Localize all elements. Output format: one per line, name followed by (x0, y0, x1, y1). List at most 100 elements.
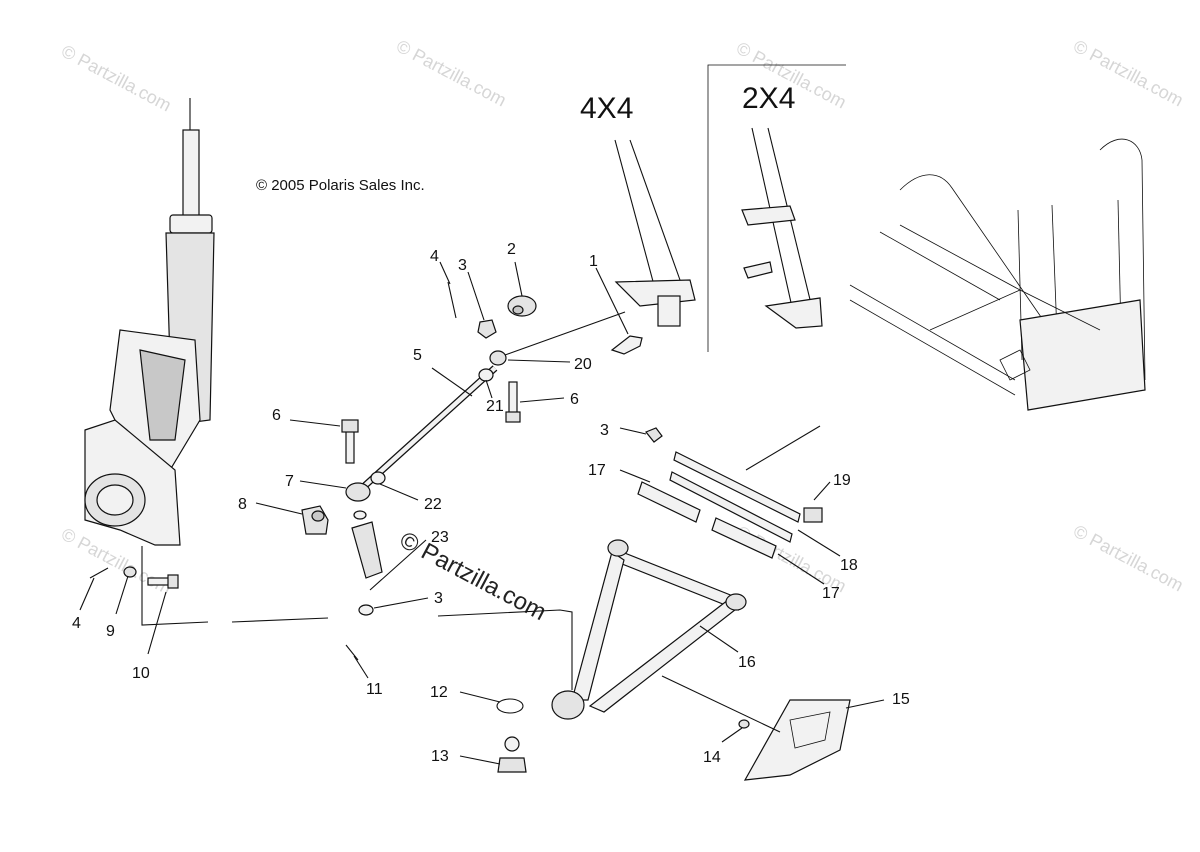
leader-line (813, 481, 831, 501)
steering-plate (610, 335, 643, 355)
leader-line (255, 502, 303, 515)
rod-end-bushing-hole (512, 305, 524, 315)
cotter-pin (89, 567, 109, 579)
bolt-head (341, 419, 359, 433)
cotter-pin (447, 281, 457, 319)
callout-22: 22 (424, 496, 442, 513)
leader-line (467, 271, 485, 321)
callouts: 1 2 3 4 5 6 6 7 8 3 9 4 10 11 12 13 14 1… (72, 241, 910, 766)
callout-6: 6 (570, 391, 579, 408)
callout-4: 4 (430, 248, 439, 265)
tie-rod (358, 366, 497, 492)
bolt-head (167, 574, 179, 589)
washer (123, 566, 137, 578)
callout-15: 15 (892, 691, 910, 708)
pivot-tube (637, 481, 701, 523)
leader-line (231, 617, 329, 623)
steering-post-edge (767, 127, 816, 321)
callout-21: 21 (486, 398, 504, 415)
leader-line (79, 577, 95, 611)
variant-label-4x4: 4X4 (580, 92, 633, 125)
jam-nut-inner (478, 368, 494, 382)
castle-nut (477, 319, 497, 339)
leader-line (619, 469, 651, 483)
watermark: © Partzilla.com (1070, 521, 1186, 596)
leader-line (373, 597, 429, 609)
leader-line (459, 755, 501, 765)
hub-inner (96, 484, 134, 516)
callout-3: 3 (458, 257, 467, 274)
bushing-hole (311, 510, 325, 522)
frame-bracket (999, 349, 1031, 381)
callout-11: 11 (366, 681, 383, 698)
inset-frame-2x4 (707, 64, 846, 352)
leader-line (141, 546, 209, 626)
callout-1: 1 (589, 253, 598, 270)
leader-line (507, 359, 571, 363)
a-arm-ball-joint-housing (551, 690, 585, 720)
pivot-hardware (637, 451, 823, 559)
callout-16: 16 (738, 654, 756, 671)
spacer (351, 521, 383, 579)
a-arm-cross-tube (611, 547, 739, 611)
callout-10: 10 (132, 665, 150, 682)
copyright-text: © 2005 Polaris Sales Inc. (256, 177, 425, 194)
leader-line (619, 427, 647, 435)
steering-post-edge (614, 139, 659, 301)
steering-post-edge (751, 127, 797, 326)
pivot-bolt (669, 471, 793, 543)
strut-bracket-pocket (139, 349, 186, 441)
frame-tube (1099, 138, 1146, 381)
nut (358, 604, 374, 616)
bolt-head (505, 411, 521, 423)
callout-3: 3 (434, 590, 443, 607)
callout-18: 18 (840, 557, 858, 574)
watermark: © Partzilla.com (58, 41, 174, 116)
steering-post-collar (657, 295, 681, 327)
tie-rod-end-inner (489, 350, 507, 366)
leader-line (514, 261, 523, 297)
leader-line (595, 267, 629, 335)
callout-2: 2 (507, 241, 516, 258)
watermark: © Partzilla.com (393, 36, 509, 111)
frame-rail (849, 284, 1016, 381)
hardware (89, 281, 750, 773)
steering-post-4x4 (614, 139, 696, 327)
leader-line (777, 553, 825, 585)
a-arm-front-pivot (607, 539, 629, 557)
steering-post-lower-bracket (764, 297, 823, 329)
leader-line (797, 529, 841, 557)
callout-20: 20 (574, 356, 592, 373)
leader-line (437, 609, 573, 690)
leader-line (745, 425, 821, 471)
skid-plate-cutout (789, 711, 831, 749)
steering-post-2x4 (741, 127, 823, 329)
leader-line (661, 675, 781, 733)
leader-lines (79, 261, 885, 765)
callout-17: 17 (588, 462, 606, 479)
frame-rail (849, 299, 1016, 396)
clip (738, 719, 750, 729)
frame-crossmember (1019, 299, 1146, 411)
leader-line (845, 699, 885, 709)
frame-tube (899, 174, 1051, 331)
leader-line (485, 379, 493, 399)
leader-line (115, 575, 129, 615)
leader-line (369, 539, 427, 591)
strut-cap (169, 214, 213, 234)
leader-line (459, 691, 501, 703)
callout-13: 13 (431, 748, 449, 765)
a-arm-assembly (551, 539, 747, 720)
callout-17: 17 (822, 585, 840, 602)
pivot-bolt-head (803, 507, 823, 523)
a-arm-front-tube (571, 551, 625, 701)
variant-label-2x4: 2X4 (742, 82, 795, 115)
nut (645, 427, 663, 443)
ball-joint-body (497, 757, 527, 773)
tie-rod-end-outer (345, 482, 371, 502)
callout-19: 19 (833, 472, 851, 489)
a-arm-rear-tube (588, 599, 742, 713)
jam-nut-outer (370, 471, 386, 485)
leader-line (504, 311, 626, 356)
strut-shaft (182, 129, 200, 226)
